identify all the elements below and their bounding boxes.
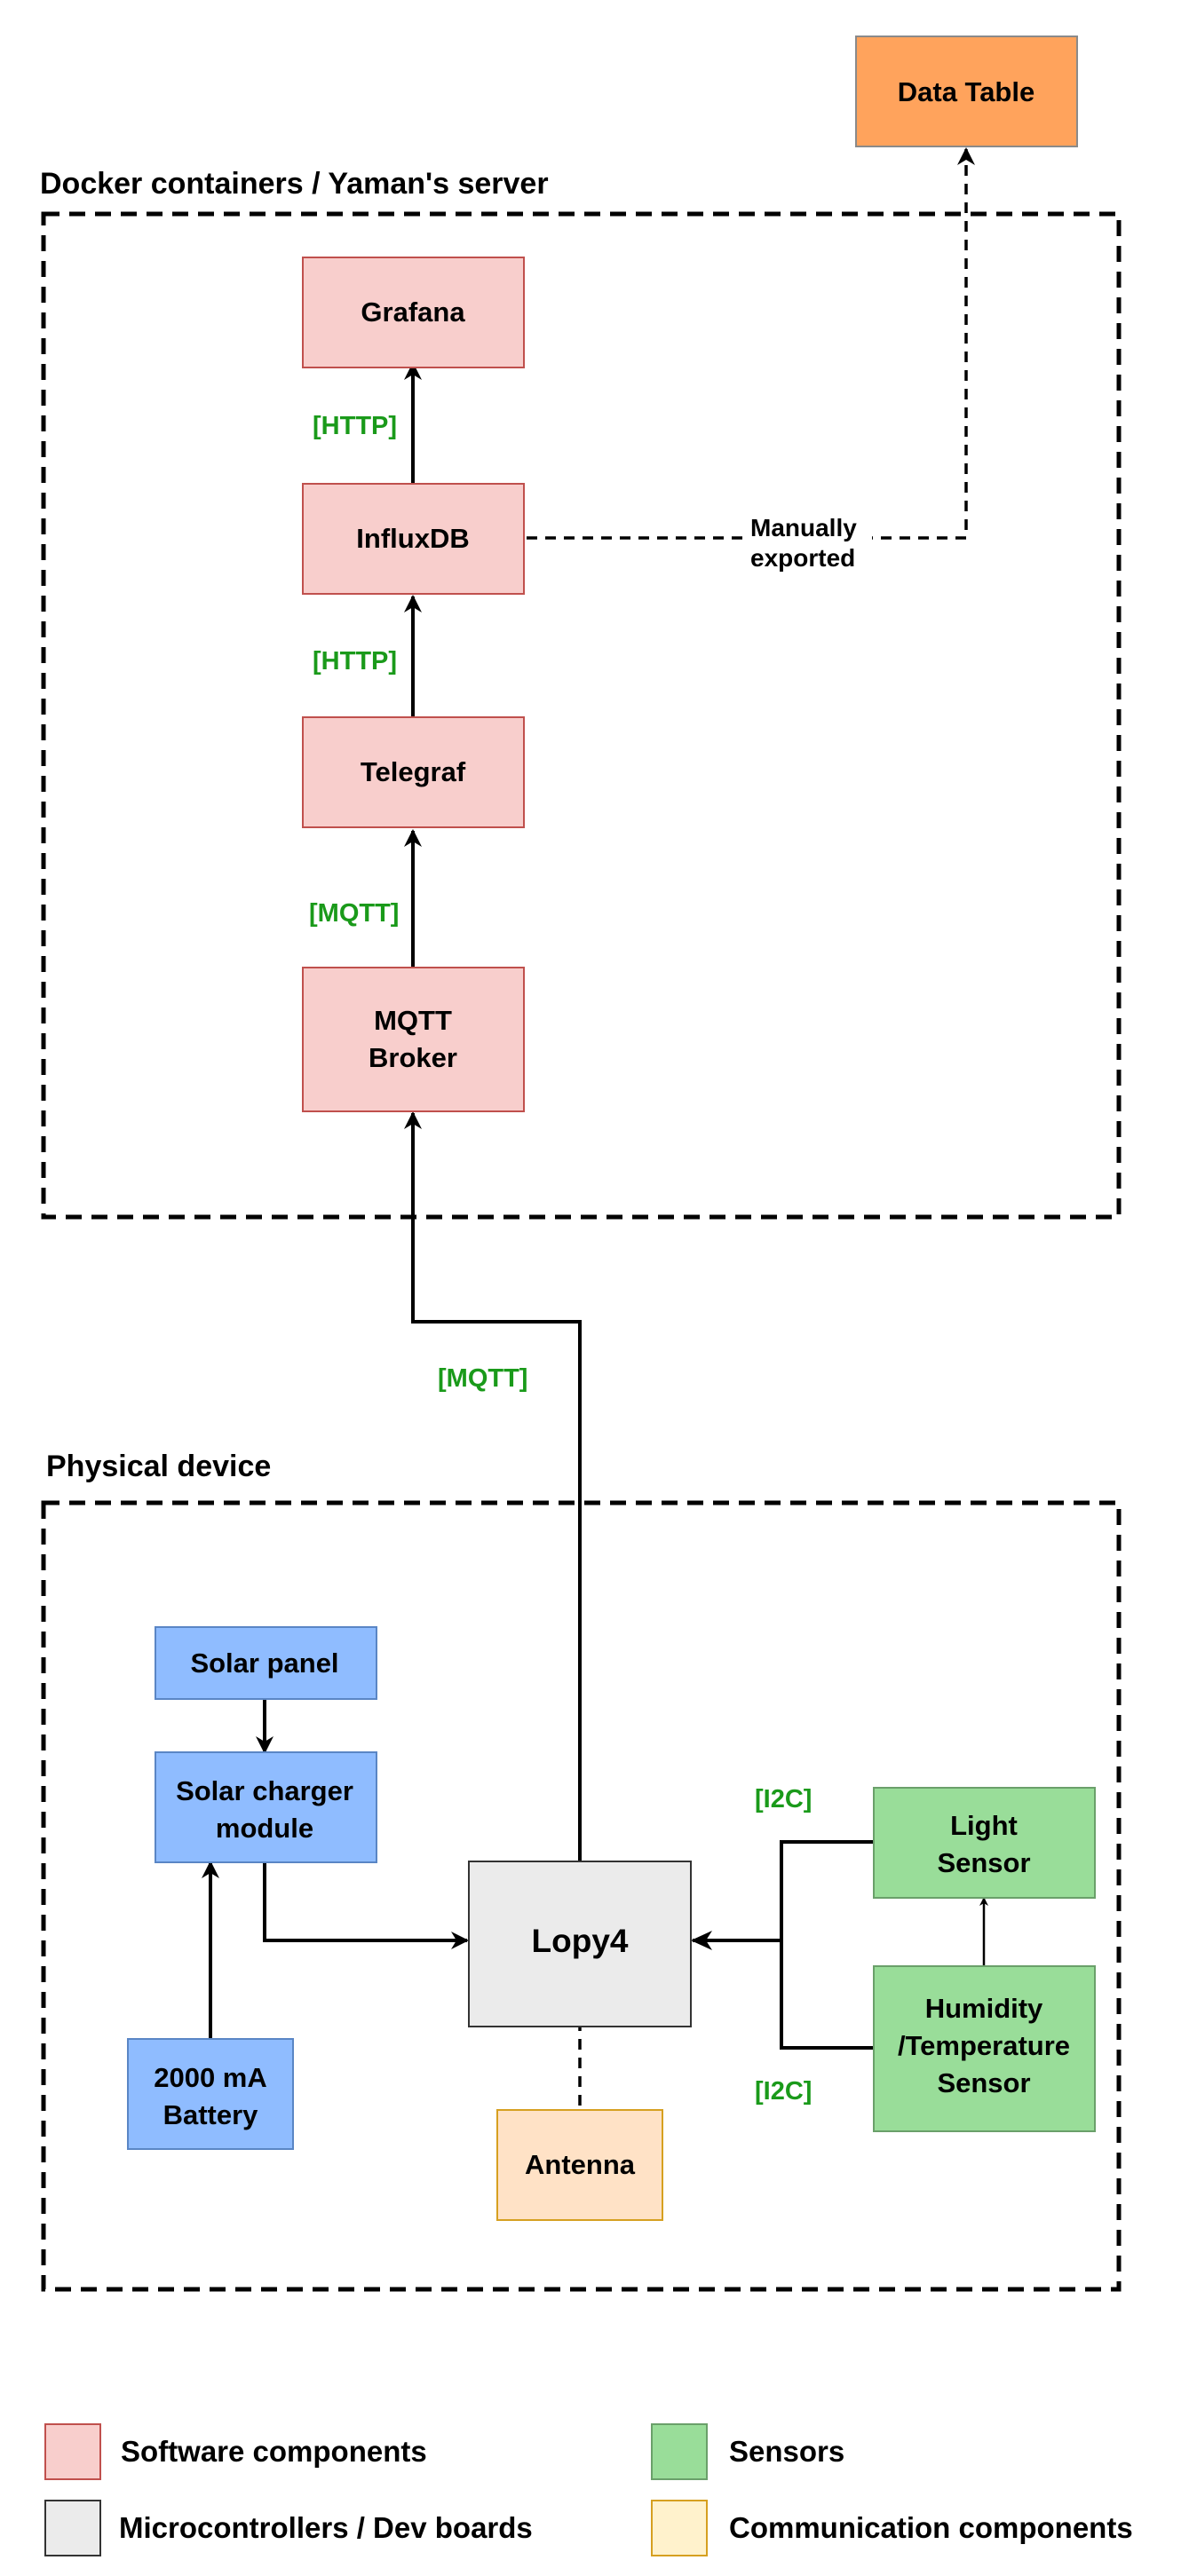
server-group-label: Docker containers / Yaman's server bbox=[40, 167, 549, 201]
legend-label-sensors: Sensors bbox=[729, 2435, 844, 2468]
antenna-label: Antenna bbox=[525, 2149, 636, 2180]
node-solar-charger: Solar charger module bbox=[155, 1751, 377, 1863]
legend-item-software: Software components bbox=[44, 2423, 427, 2480]
node-solar-panel: Solar panel bbox=[155, 1626, 377, 1700]
light-sensor-box bbox=[873, 1787, 1096, 1899]
edge-lopy4-broker bbox=[404, 1111, 582, 1862]
device-group-label: Physical device bbox=[46, 1450, 271, 1483]
http-label-mid: [HTTP] bbox=[313, 647, 397, 676]
battery-label-line-1: 2000 mA bbox=[154, 2062, 267, 2093]
data-table-box bbox=[855, 36, 1078, 147]
node-light-sensor: Light Sensor bbox=[873, 1787, 1096, 1899]
mqtt-label-outer: [MQTT] bbox=[438, 1364, 527, 1393]
humidity-sensor-label-line-2: /Temperature bbox=[898, 2030, 1070, 2061]
solar-charger-label-line-1: Solar charger bbox=[176, 1775, 353, 1806]
lopy4-box bbox=[468, 1861, 692, 2027]
edge-influxdb-datatable bbox=[527, 147, 975, 540]
legend-label-software: Software components bbox=[121, 2435, 427, 2468]
legend-swatch-communication bbox=[651, 2500, 708, 2556]
http-label-top: [HTTP] bbox=[313, 412, 397, 440]
node-antenna: Antenna bbox=[496, 2109, 663, 2221]
light-sensor-label-line-1: Light bbox=[950, 1810, 1018, 1841]
server-group-border bbox=[41, 211, 1122, 1220]
solar-panel-label: Solar panel bbox=[190, 1648, 338, 1679]
legend-label-microcontrollers: Microcontrollers / Dev boards bbox=[119, 2511, 533, 2544]
telegraf-label: Telegraf bbox=[361, 756, 466, 787]
manual-export-label-bg bbox=[744, 518, 872, 577]
light-sensor-label-line-2: Sensor bbox=[937, 1847, 1030, 1878]
node-mqtt-broker: MQTT Broker bbox=[302, 967, 525, 1112]
edge-charger-lopy4 bbox=[263, 1862, 469, 1949]
data-table-label: Data Table bbox=[898, 76, 1034, 107]
server-group: Docker containers / Yaman's server bbox=[40, 167, 1122, 1220]
legend-swatch-microcontrollers bbox=[44, 2500, 101, 2556]
mqtt-label-inner: [MQTT] bbox=[309, 899, 399, 928]
legend-swatch-software bbox=[44, 2423, 101, 2480]
influxdb-label: InfluxDB bbox=[356, 523, 469, 554]
legend-item-microcontrollers: Microcontrollers / Dev boards bbox=[44, 2500, 533, 2556]
influxdb-box bbox=[302, 483, 525, 595]
edges bbox=[202, 147, 988, 2110]
node-battery: 2000 mA Battery bbox=[127, 2038, 294, 2150]
edge-lightsensor-bus bbox=[780, 1840, 874, 1940]
solar-charger-label-line-2: module bbox=[216, 1813, 313, 1844]
legend-item-sensors: Sensors bbox=[651, 2423, 844, 2480]
i2c-label-bottom: [I2C] bbox=[755, 2077, 812, 2106]
lopy4-label: Lopy4 bbox=[532, 1923, 629, 1959]
node-humidity-sensor: Humidity /Temperature Sensor bbox=[873, 1965, 1096, 2132]
antenna-box bbox=[496, 2109, 663, 2221]
edge-humidity-bus bbox=[780, 1940, 874, 2050]
mqtt-broker-label-line-2: Broker bbox=[369, 1042, 457, 1073]
node-influxdb: InfluxDB bbox=[302, 483, 525, 595]
node-grafana: Grafana bbox=[302, 257, 525, 368]
edge-labels: [HTTP] [HTTP] [MQTT] [MQTT] [I2C] [I2C] … bbox=[309, 412, 872, 2106]
telegraf-box bbox=[302, 716, 525, 828]
device-group-border bbox=[41, 1500, 1122, 2292]
humidity-sensor-box bbox=[873, 1965, 1096, 2132]
legend-label-communication: Communication components bbox=[729, 2511, 1133, 2544]
legend: Software components Sensors Microcontrol… bbox=[44, 2423, 1133, 2556]
mqtt-broker-box bbox=[302, 967, 525, 1112]
mqtt-broker-label-line-1: MQTT bbox=[374, 1005, 452, 1036]
node-data-table: Data Table bbox=[855, 36, 1078, 147]
grafana-box bbox=[302, 257, 525, 368]
i2c-label-top: [I2C] bbox=[755, 1785, 812, 1813]
solar-charger-box bbox=[155, 1751, 377, 1863]
node-telegraf: Telegraf bbox=[302, 716, 525, 828]
legend-swatch-sensors bbox=[651, 2423, 708, 2480]
humidity-sensor-label-line-3: Sensor bbox=[937, 2067, 1030, 2098]
battery-box bbox=[127, 2038, 294, 2150]
manual-export-label-line-1: Manually bbox=[750, 514, 857, 541]
manual-export-label-line-2: exported bbox=[750, 544, 855, 572]
device-group: Physical device bbox=[41, 1450, 1122, 2292]
grafana-label: Grafana bbox=[361, 296, 465, 328]
battery-label-line-2: Battery bbox=[163, 2099, 259, 2130]
node-lopy4: Lopy4 bbox=[468, 1861, 692, 2027]
humidity-sensor-label-line-1: Humidity bbox=[925, 1993, 1043, 2024]
solar-panel-box bbox=[155, 1626, 377, 1700]
legend-item-communication: Communication components bbox=[651, 2500, 1133, 2556]
